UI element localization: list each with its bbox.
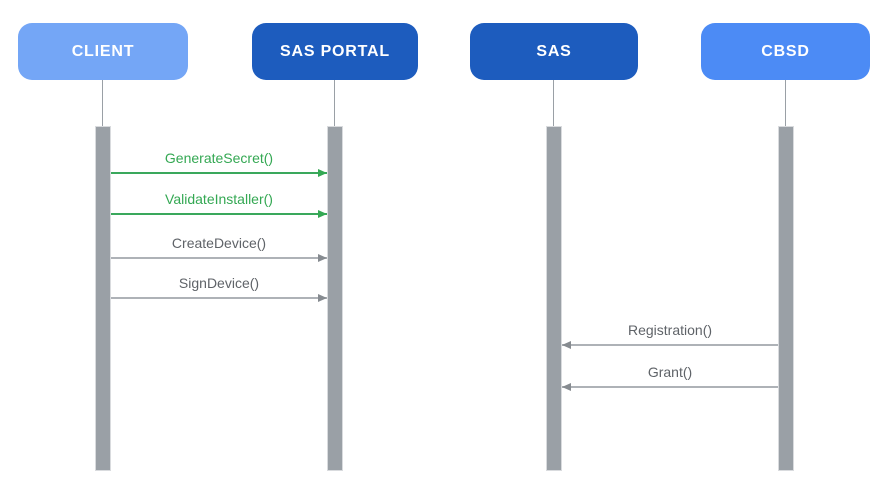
lifeline-client: [102, 80, 103, 126]
arrowhead-left-icon: [562, 383, 571, 391]
lifeline-cbsd: [785, 80, 786, 126]
actor-box-client: CLIENT: [18, 23, 188, 80]
message-line: [111, 172, 327, 174]
arrowhead-right-icon: [318, 169, 327, 177]
arrowhead-right-icon: [318, 210, 327, 218]
actor-box-cbsd: CBSD: [701, 23, 870, 80]
actor-label-sas: SAS: [536, 42, 572, 60]
actor-box-sas: SAS: [470, 23, 638, 80]
message-label: ValidateInstaller(): [165, 191, 273, 207]
message-line: [562, 344, 778, 346]
actor-label-cbsd: CBSD: [761, 42, 810, 60]
message-line: [111, 257, 327, 259]
actor-label-sas-portal: SAS PORTAL: [280, 42, 390, 60]
actor-box-sas-portal: SAS PORTAL: [252, 23, 418, 80]
activation-bar-sas: [546, 126, 562, 471]
activation-bar-client: [95, 126, 111, 471]
message-label: CreateDevice(): [171, 235, 267, 251]
message-label: Grant(): [647, 364, 693, 380]
activation-bar-sas-portal: [327, 126, 343, 471]
actor-label-client: CLIENT: [71, 42, 135, 60]
message-line: [111, 297, 327, 299]
lifeline-sas: [553, 80, 554, 126]
message-line: [562, 386, 778, 388]
message-line: [111, 213, 327, 215]
message-label: Registration(): [627, 322, 713, 338]
arrowhead-right-icon: [318, 254, 327, 262]
activation-bar-cbsd: [778, 126, 794, 471]
lifeline-sas-portal: [334, 80, 335, 126]
arrowhead-right-icon: [318, 294, 327, 302]
arrowhead-left-icon: [562, 341, 571, 349]
message-label: GenerateSecret(): [164, 150, 274, 166]
message-label: SignDevice(): [178, 275, 260, 291]
